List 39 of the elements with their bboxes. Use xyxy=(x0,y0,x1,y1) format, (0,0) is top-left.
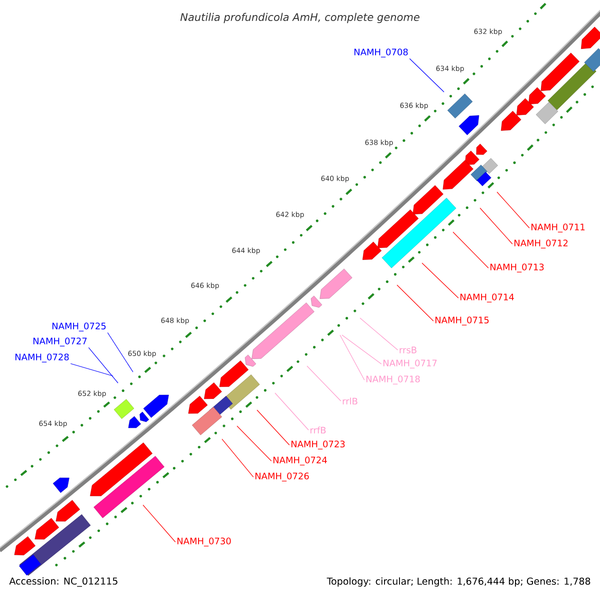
gene-label: NAMH_0728 xyxy=(15,354,69,362)
leader-line xyxy=(360,318,398,350)
leader-line xyxy=(496,192,530,228)
leader-line xyxy=(236,426,272,462)
leader-line xyxy=(452,232,489,268)
leader-line xyxy=(256,410,290,446)
gene-label: NAMH_0708 xyxy=(354,48,408,58)
leader-line xyxy=(340,334,365,380)
leader-line xyxy=(222,438,254,478)
gene-label: NAMH_0714 xyxy=(460,294,514,302)
gene-label: NAMH_0711 xyxy=(531,224,585,232)
gene-label: NAMH_0724 xyxy=(273,456,327,466)
gene-label: NAMH_0726 xyxy=(255,472,309,482)
leader-line xyxy=(480,208,513,244)
gene-label: NAMH_0723 xyxy=(291,440,345,450)
gene-label: NAMH_0713 xyxy=(490,264,544,272)
gene-label: NAMH_0715 xyxy=(435,316,489,326)
gene-label: NAMH_0727 xyxy=(33,338,87,346)
leader-line xyxy=(274,392,309,430)
leader-line xyxy=(88,347,118,384)
gene-label: NAMH_0730 xyxy=(177,538,231,546)
gene-label: NAMH_0717 xyxy=(383,360,437,368)
leader-line xyxy=(142,504,176,542)
accession-text: Accession: NC_012115 xyxy=(9,577,118,587)
gene-label: NAMH_0725 xyxy=(52,322,106,332)
leader-line xyxy=(422,262,459,298)
leader-line xyxy=(107,332,134,372)
genome-info-text: Topology: circular; Length: 1,676,444 bp; Genes: 1,788 xyxy=(326,577,590,587)
leader-line xyxy=(396,284,434,322)
leader-line xyxy=(306,366,342,402)
gene-label: NAMH_0718 xyxy=(366,376,420,384)
leader-line xyxy=(409,58,444,92)
title: Nautilia profundicola AmH, complete genome xyxy=(180,12,420,24)
gene-label: rrlB xyxy=(342,398,358,404)
leader-line xyxy=(70,363,114,376)
gene-label: rrsB xyxy=(400,346,416,354)
leader-line xyxy=(342,334,382,364)
gene-label: NAMH_0712 xyxy=(514,240,568,248)
gene-label: rrfB xyxy=(310,426,326,434)
